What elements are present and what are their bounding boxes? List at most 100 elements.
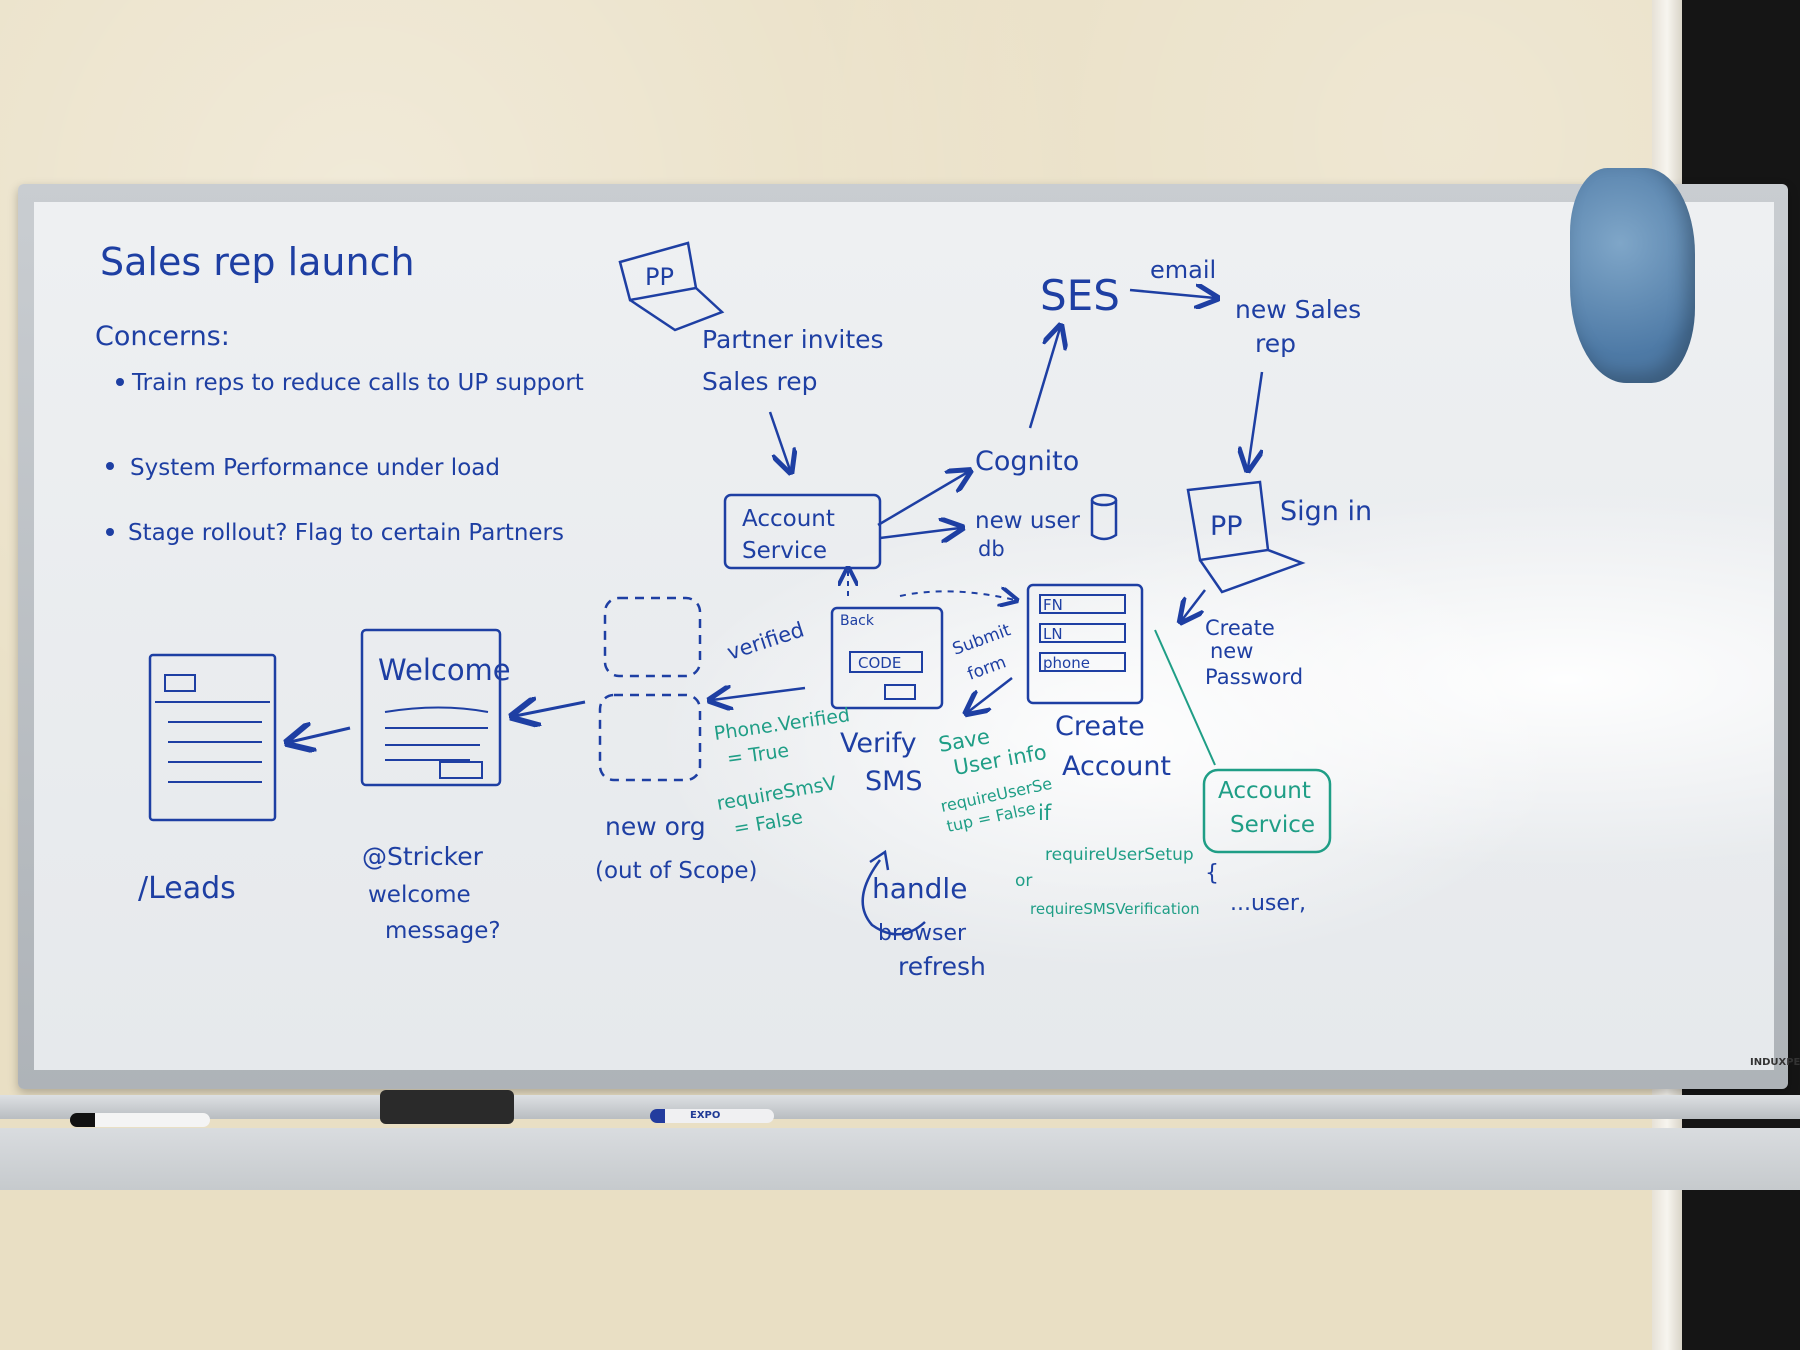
arrow-org-to-welcome [515,702,586,716]
welcome-doc-sketch [360,628,502,787]
account-service-box [723,493,882,570]
handle-line1: handle [872,872,967,905]
concern-item-2: System Performance under load [130,455,500,481]
create-account-form-sketch [1026,583,1144,705]
email-label: email [1150,256,1216,284]
eraser[interactable] [380,1090,514,1124]
welcome-button-sketch [439,761,483,779]
code-field-sketch [849,651,923,673]
phone-verified-line2: = True [726,739,791,769]
submit-form-line2: form [965,652,1009,684]
ses-label: SES [1040,271,1120,320]
handle-line3: refresh [898,952,986,981]
requires-sms-line2: = False [732,806,804,840]
blue-marker[interactable]: EXPO [650,1109,774,1123]
new-sales-rep-line2: rep [1255,329,1296,358]
arrow-to-create-password [1182,589,1206,620]
pp-label-top: PP [645,263,674,291]
laptop-sketch-top [618,241,725,332]
form-fn-label: FN [1043,596,1063,614]
new-user-db-line2: db [978,537,1005,561]
new-org-line2: (out of Scope) [595,858,757,884]
leads-header-sketch [164,674,196,692]
arrow-to-db [879,528,960,538]
create-account-line2: Account [1062,751,1171,782]
account-service-line1: Account [742,506,835,532]
black-marker[interactable] [70,1113,210,1127]
sign-in-label: Sign in [1280,496,1372,527]
arrow-verify-to-org [712,688,806,700]
fn-field-sketch [1039,594,1126,614]
new-org-box-top [603,596,702,678]
require-user-setup-alt: requireUserSetup [1045,845,1194,865]
sticker-line2: welcome [368,882,471,908]
bullet-icon [106,462,114,470]
cognito-label: Cognito [975,446,1079,477]
verified-label: verified [724,617,807,664]
welcome-label: Welcome [378,653,511,687]
bullet-icon [116,378,124,386]
or-label: or [1015,871,1032,891]
if-label: if [1038,801,1052,825]
database-icon [1090,493,1118,541]
concern-item-3: Stage rollout? Flag to certain Partners [128,520,564,546]
account-service-note-line1: Account [1218,778,1311,804]
verify-button-sketch [884,684,916,700]
whiteboard-surface [34,202,1774,1070]
board-brand-label: INDUXPERT [1750,1057,1800,1068]
welcome-body-lines [384,706,489,761]
green-connector-line [1154,629,1216,766]
create-password-line2: new [1210,639,1253,663]
new-user-db-line1: new user [975,508,1081,534]
phone-verified-line1: Phone.Verified [713,704,852,745]
arrow-to-account-service [768,411,790,470]
partner-invites-line2: Sales rep [702,367,817,396]
arrow-form-to-verify [968,677,1013,712]
verify-sms-sketch [830,606,944,710]
new-sales-rep-line1: new Sales [1235,295,1361,324]
account-service-note-box [1202,768,1332,854]
board-title: Sales rep launch [100,240,415,284]
phone-field-sketch [1039,652,1126,672]
create-password-line3: Password [1205,665,1303,689]
arrow-ses-to-rep [1129,290,1215,298]
concern-item-1: Train reps to reduce calls to UP support [131,370,584,396]
brace-label: { [1205,861,1219,886]
handle-line2: browser [878,921,967,946]
ln-field-sketch [1039,623,1126,643]
new-org-line1: new org [605,812,706,841]
submit-form-line1: Submit [950,620,1014,660]
form-phone-label: phone [1043,654,1090,672]
new-org-box-bottom [598,693,702,782]
sticker-line3: message? [385,918,501,944]
leads-row-lines [155,701,270,783]
pp-label-right: PP [1210,511,1243,542]
arrow-to-cognito [877,472,968,527]
verify-code-label: CODE [858,654,901,672]
leads-page-sketch [148,653,277,822]
create-password-line1: Create [1205,616,1275,640]
leads-label: /Leads [138,871,236,906]
arrow-rep-to-signin [1248,371,1262,468]
partner-invites-line1: Partner invites [702,325,884,354]
arrow-welcome-to-leads [290,728,351,742]
arrow-cognito-to-ses [1028,328,1060,429]
laptop-sketch-right [1186,480,1306,594]
verify-sms-line1: Verify [840,728,917,759]
whiteboard-tray [0,1095,1800,1119]
account-service-line2: Service [742,538,827,564]
account-service-note-line2: Service [1230,812,1315,838]
requires-sms-line1: requireSmsV [715,772,838,815]
refresh-loop-icon [861,859,926,936]
marker-brand-label: EXPO [690,1110,721,1121]
verify-sms-line2: SMS [865,766,923,797]
user-ellipsis-label: ...user, [1230,891,1306,916]
verify-back-label: Back [840,613,875,629]
sticker-line1: @Stricker [362,842,484,871]
refresh-arrow-head-icon [869,849,890,871]
form-ln-label: LN [1043,625,1063,643]
concerns-heading: Concerns: [95,321,230,352]
dashed-arrow-to-form [899,591,1015,600]
create-account-line1: Create [1055,711,1145,742]
